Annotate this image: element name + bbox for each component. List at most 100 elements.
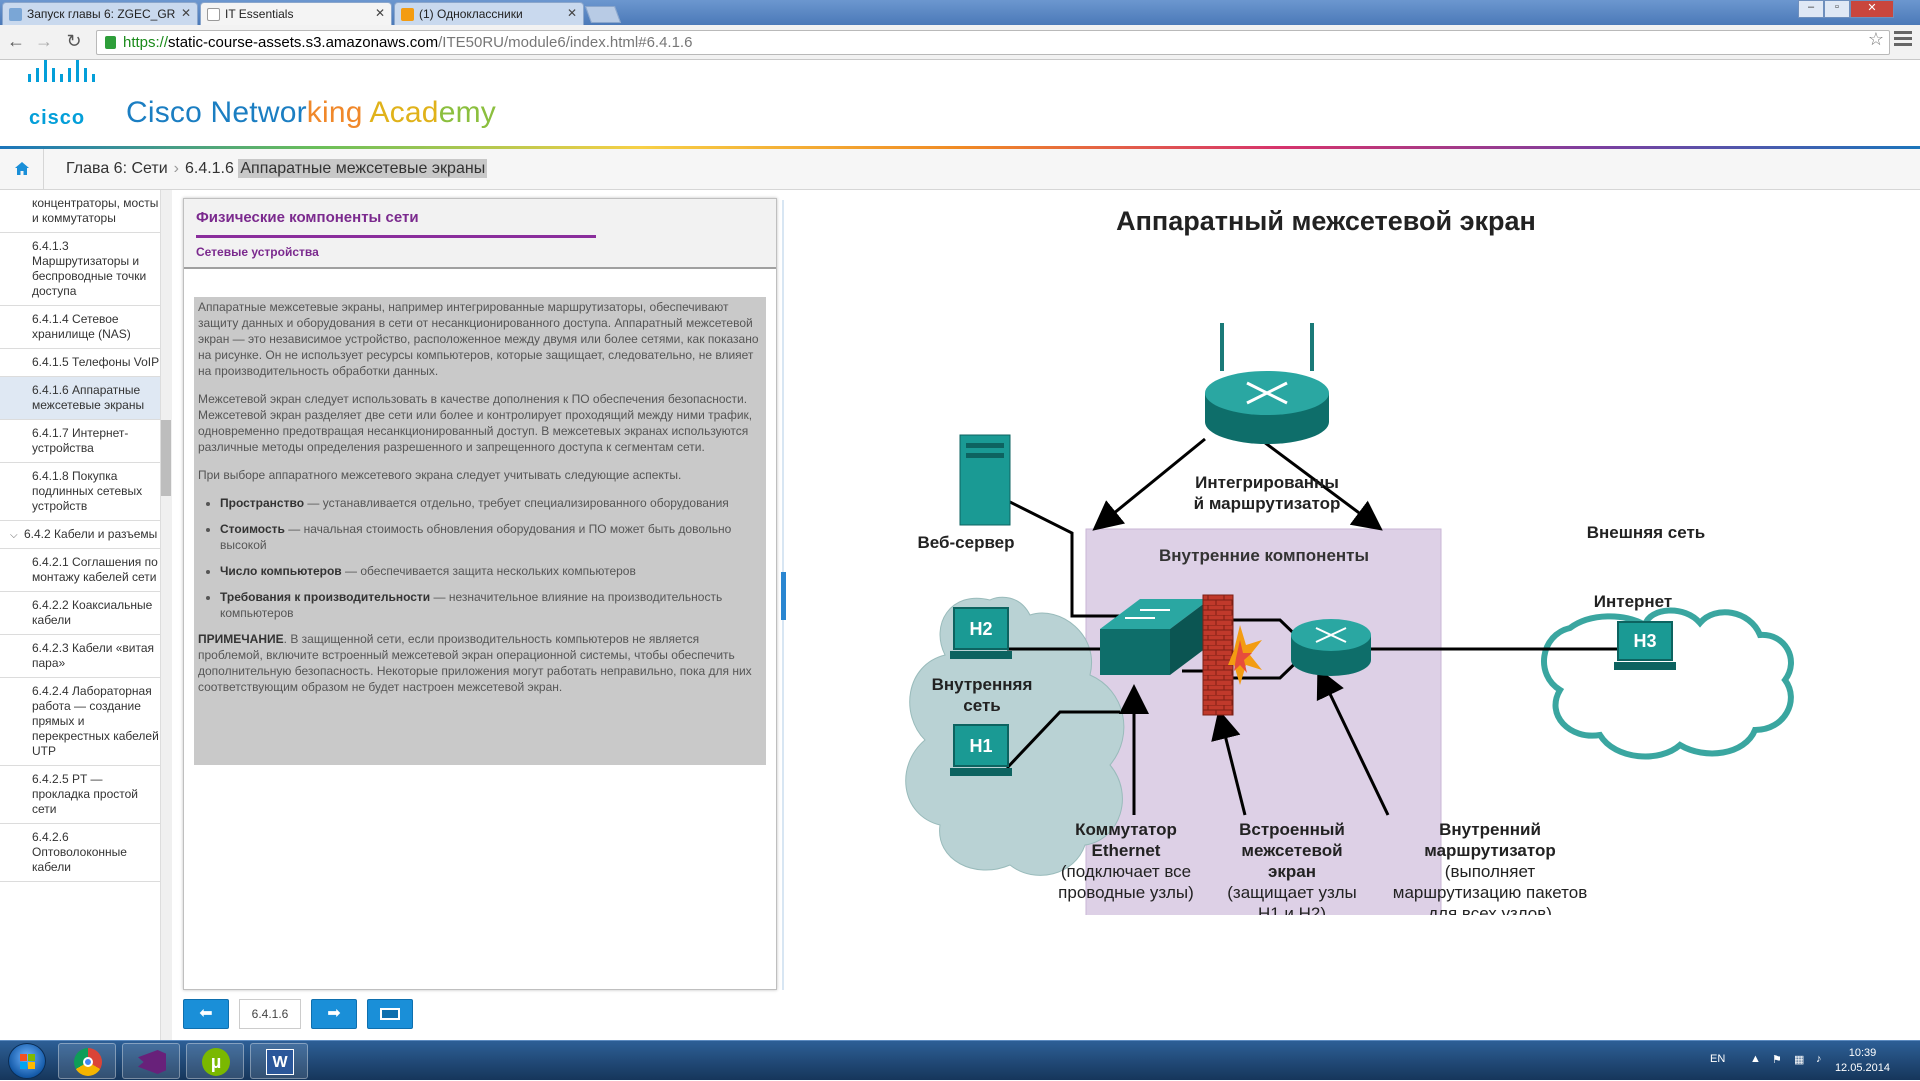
sidebar-item-label: концентраторы, мосты и коммутаторы (32, 196, 159, 225)
sidebar-item-label: 6.4.2 Кабели и разъемы (24, 527, 158, 541)
sidebar-item-label: 6.4.2.2 Коаксиальные кабели (32, 598, 153, 627)
media-toggle-button[interactable] (367, 999, 413, 1029)
sidebar-item-label: 6.4.1.6 Аппаратные межсетевые экраны (32, 383, 145, 412)
internet-label: Интернет (1594, 592, 1672, 611)
panel-splitter-handle[interactable] (781, 572, 786, 620)
captions: Коммутатор Ethernet (подключает все пров… (1058, 820, 1587, 915)
word-icon: W (266, 1049, 294, 1075)
content-panel-header: Физические компоненты сети Сетевые устро… (184, 199, 776, 269)
sidebar-item[interactable]: 6.4.1.5 Телефоны VoIP (0, 349, 171, 377)
sidebar-item[interactable]: 6.4.1.4 Сетевое хранилище (NAS) (0, 306, 171, 349)
network-icon[interactable]: ▦ (1794, 1054, 1805, 1066)
taskbar-visual-studio-button[interactable] (122, 1043, 180, 1079)
sidebar-item[interactable]: 6.4.1.3 Маршрутизаторы и беспроводные то… (0, 233, 171, 306)
list-item: Число компьютеров — обеспечивается защит… (220, 563, 762, 579)
list-item-text: — незначительное влияние на производител… (220, 590, 723, 620)
maximize-button[interactable]: ▫ (1824, 0, 1850, 18)
list-item-text: — начальная стоимость обновления оборудо… (220, 522, 732, 552)
tab-chapter-launch[interactable]: Запуск главы 6: ZGEC_GR ✕ (2, 2, 198, 25)
switch-caption: (подключает все (1061, 862, 1191, 881)
link-webserver-switch (999, 495, 1120, 618)
sidebar-item-label: 6.4.1.7 Интернет-устройства (32, 426, 129, 455)
sidebar-item[interactable]: 6.4.1.6 Аппаратные межсетевые экраны (0, 377, 171, 420)
sidebar-item[interactable]: 6.4.2.1 Соглашения по монтажу кабелей се… (0, 549, 171, 592)
firewall-caption: (защищает узлы (1227, 883, 1356, 902)
breadcrumb-chapter[interactable]: Глава 6: Сети (66, 160, 168, 177)
list-item: Требования к производительности — незнач… (220, 589, 762, 621)
note-term: ПРИМЕЧАНИЕ (198, 632, 284, 646)
firewall-icon (1202, 594, 1262, 716)
minimize-button[interactable]: – (1798, 0, 1824, 18)
page-subtitle: Сетевые устройства (196, 245, 319, 259)
brand-part: Acad (369, 96, 439, 129)
sidebar-item[interactable]: 6.4.2.3 Кабели «витая пара» (0, 635, 171, 678)
sidebar-item[interactable]: концентраторы, мосты и коммутаторы (0, 190, 171, 233)
note-text: . В защищенной сети, если производительн… (198, 632, 752, 694)
bookmark-star-icon[interactable]: ☆ (1867, 29, 1884, 49)
sidebar-item-label: 6.4.2.1 Соглашения по монтажу кабелей се… (32, 555, 158, 584)
brand-title[interactable]: Cisco Networking Academy (126, 96, 496, 130)
sidebar-item[interactable]: 6.4.2.4 Лабораторная работа — создание п… (0, 678, 171, 766)
window-close-button[interactable]: ✕ (1850, 0, 1894, 18)
reload-button[interactable]: ↻ (66, 31, 82, 51)
utorrent-icon: µ (202, 1048, 230, 1076)
back-button[interactable]: ← (7, 31, 25, 51)
h1-pc-icon (950, 724, 1012, 776)
ok-icon (401, 8, 414, 21)
arrow-left-icon: ⬅ (199, 1005, 213, 1022)
web-server-label: Веб-сервер (917, 533, 1014, 552)
sidebar-item[interactable]: 6.4.2.6 Оптоволоконные кабели (0, 824, 171, 882)
chrome-menu-icon[interactable] (1894, 31, 1912, 49)
volume-icon[interactable]: ♪ (1816, 1053, 1822, 1065)
sidebar-item[interactable]: 6.4.2.5 PT — прокладка простой сети (0, 766, 171, 824)
sidebar-item[interactable]: 6.4.2.2 Коаксиальные кабели (0, 592, 171, 635)
home-button[interactable] (0, 149, 44, 190)
language-indicator[interactable]: EN (1710, 1053, 1726, 1065)
browser-tabstrip: Запуск главы 6: ZGEC_GR ✕ IT Essentials … (0, 0, 1920, 25)
content-text: Аппаратные межсетевые экраны, например и… (194, 297, 766, 765)
sidebar-item[interactable]: 6.4.1.8 Покупка подлинных сетевых устрой… (0, 463, 171, 521)
prev-page-button[interactable]: ⬅ (183, 999, 229, 1029)
flag-icon[interactable]: ⚑ (1772, 1054, 1782, 1066)
close-icon[interactable]: ✕ (566, 6, 577, 20)
internal-router-caption: (выполняет (1445, 862, 1536, 881)
taskbar-chrome-button[interactable] (58, 1043, 116, 1079)
chevron-down-icon[interactable]: ⌵ (10, 530, 18, 541)
sidebar-section[interactable]: ⌵ 6.4.2 Кабели и разъемы (0, 521, 171, 549)
sidebar-scrollbar[interactable] (160, 190, 172, 1040)
tray-overflow-icon[interactable]: ▲ (1750, 1053, 1761, 1065)
list-item-text: — устанавливается отдельно, требует спец… (304, 496, 729, 510)
tab-it-essentials[interactable]: IT Essentials ✕ (200, 2, 392, 25)
address-bar[interactable]: https://static-course-assets.s3.amazonaw… (96, 30, 1890, 55)
diagram-title: Аппаратный межсетевой экран (1116, 206, 1536, 236)
taskbar-utorrent-button[interactable]: µ (186, 1043, 244, 1079)
start-button[interactable] (8, 1043, 46, 1079)
arrow-firewall-caption (1211, 709, 1247, 816)
internal-net-label: сеть (963, 696, 1000, 715)
sidebar-scroll-thumb[interactable] (161, 420, 171, 496)
list-item-term: Число компьютеров (220, 564, 342, 578)
web-server-icon (959, 434, 1011, 526)
page-number: 6.4.1.6 (239, 999, 301, 1029)
content-panel: Физические компоненты сети Сетевые устро… (183, 198, 777, 990)
external-net-label: Внешняя сеть (1587, 523, 1705, 542)
close-icon[interactable]: ✕ (180, 6, 191, 20)
next-page-button[interactable]: ➡ (311, 999, 357, 1029)
clock[interactable]: 10:39 12.05.2014 (1835, 1046, 1890, 1076)
windows-taskbar: µ W EN ▲ ⚑ ▦ ♪ 10:39 12.05.2014 (0, 1040, 1920, 1080)
note: ПРИМЕЧАНИЕ. В защищенной сети, если прои… (198, 631, 762, 695)
criteria-list: Пространство — устанавливается отдельно,… (198, 495, 762, 621)
h2-pc-icon (950, 607, 1012, 659)
new-tab-button[interactable] (584, 6, 622, 23)
tab-odnoklassniki[interactable]: (1) Одноклассники ✕ (394, 2, 584, 25)
breadcrumb-separator: › (173, 160, 179, 177)
forward-button[interactable]: → (35, 31, 53, 51)
tab-label: Запуск главы 6: ZGEC_GR (27, 7, 176, 21)
sidebar-item[interactable]: 6.4.1.7 Интернет-устройства (0, 420, 171, 463)
arrow-right-icon: ➡ (327, 1005, 341, 1022)
close-icon[interactable]: ✕ (374, 6, 385, 20)
system-tray: EN ▲ ⚑ ▦ ♪ 10:39 12.05.2014 (1690, 1041, 1920, 1081)
taskbar-word-button[interactable]: W (250, 1043, 308, 1079)
sidebar-nav: концентраторы, мосты и коммутаторы 6.4.1.… (0, 190, 172, 1040)
url-scheme: https:// (123, 34, 169, 51)
